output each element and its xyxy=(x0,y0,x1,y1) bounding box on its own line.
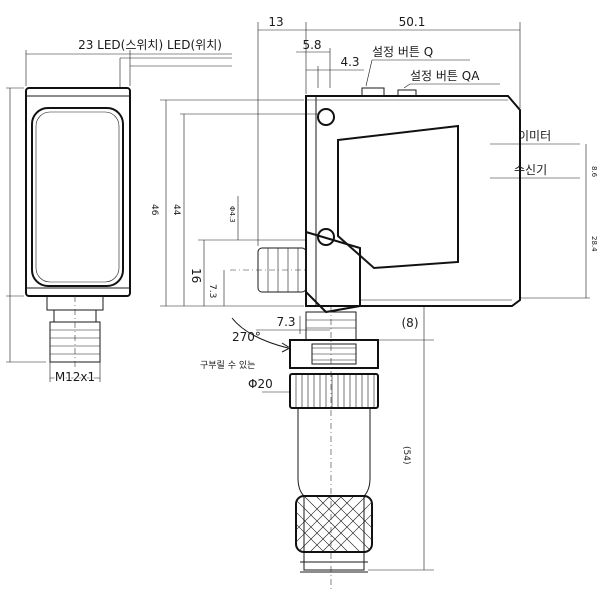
thread-label: M12x1 xyxy=(55,370,95,384)
optics-window xyxy=(337,124,459,270)
button-qa-label: 설정 버튼 QA xyxy=(410,69,480,83)
knurled-coupler xyxy=(289,373,379,409)
dim-16-label: 16 xyxy=(189,268,203,283)
receiver-label: 수신기 xyxy=(514,163,547,177)
front-view: M12x1 23 LED(스위치) LED(위치) xyxy=(6,38,232,386)
button-q-leader xyxy=(365,59,373,87)
front-body-outline xyxy=(25,87,131,297)
front-lens-inner xyxy=(35,111,120,283)
mount-hole-bottom xyxy=(317,228,335,246)
grip-hatch xyxy=(296,496,372,552)
dim-8-label: (8) xyxy=(402,316,419,330)
front-lens-window xyxy=(31,107,124,287)
connector-housing xyxy=(305,230,361,314)
setting-button-q xyxy=(361,87,385,97)
dim-7-3-vert-label: 7.3 xyxy=(207,284,217,298)
button-qa-leader xyxy=(403,83,411,89)
button-q-label: 설정 버튼 Q xyxy=(372,45,433,59)
emitter-label: 이미터 xyxy=(518,129,551,143)
cable-nut xyxy=(289,339,379,369)
led-label: 23 LED(스위치) LED(위치) xyxy=(78,38,222,52)
mount-hole-top xyxy=(317,108,335,126)
dim-50-1-label: 50.1 xyxy=(399,15,426,29)
dim-4-3-label: 4.3 xyxy=(340,55,359,69)
setting-button-qa xyxy=(397,89,417,97)
phi20-label: Φ20 xyxy=(248,377,273,391)
bendable-label: 구부릴 수 있는 xyxy=(200,359,255,371)
coupler-ribs xyxy=(295,374,375,408)
rotation-arrowhead xyxy=(281,342,292,353)
dim-13-label: 13 xyxy=(268,15,283,29)
dim-28-4-label: 28.4 xyxy=(590,236,598,252)
dim-8-6-label: 8.6 xyxy=(590,166,598,178)
dim-46-label: 46 xyxy=(149,204,159,216)
angle-270-label: 270° xyxy=(232,330,261,344)
dim-44-label: 44 xyxy=(171,204,181,216)
cable-body xyxy=(297,408,371,571)
side-view: 13 50.1 5.8 4.3 설정 버튼 Q 설정 버튼 QA 이미터 수신기… xyxy=(149,15,598,590)
dim-7-3-label: 7.3 xyxy=(276,315,295,329)
dim-54-label: (54) xyxy=(401,446,411,464)
optics-bevel xyxy=(337,235,375,269)
dim-5-8-label: 5.8 xyxy=(302,38,321,52)
rotation-arc xyxy=(231,317,289,349)
side-body-outline xyxy=(305,95,521,307)
dim-phi4-3-label: Φ4.3 xyxy=(228,206,236,223)
